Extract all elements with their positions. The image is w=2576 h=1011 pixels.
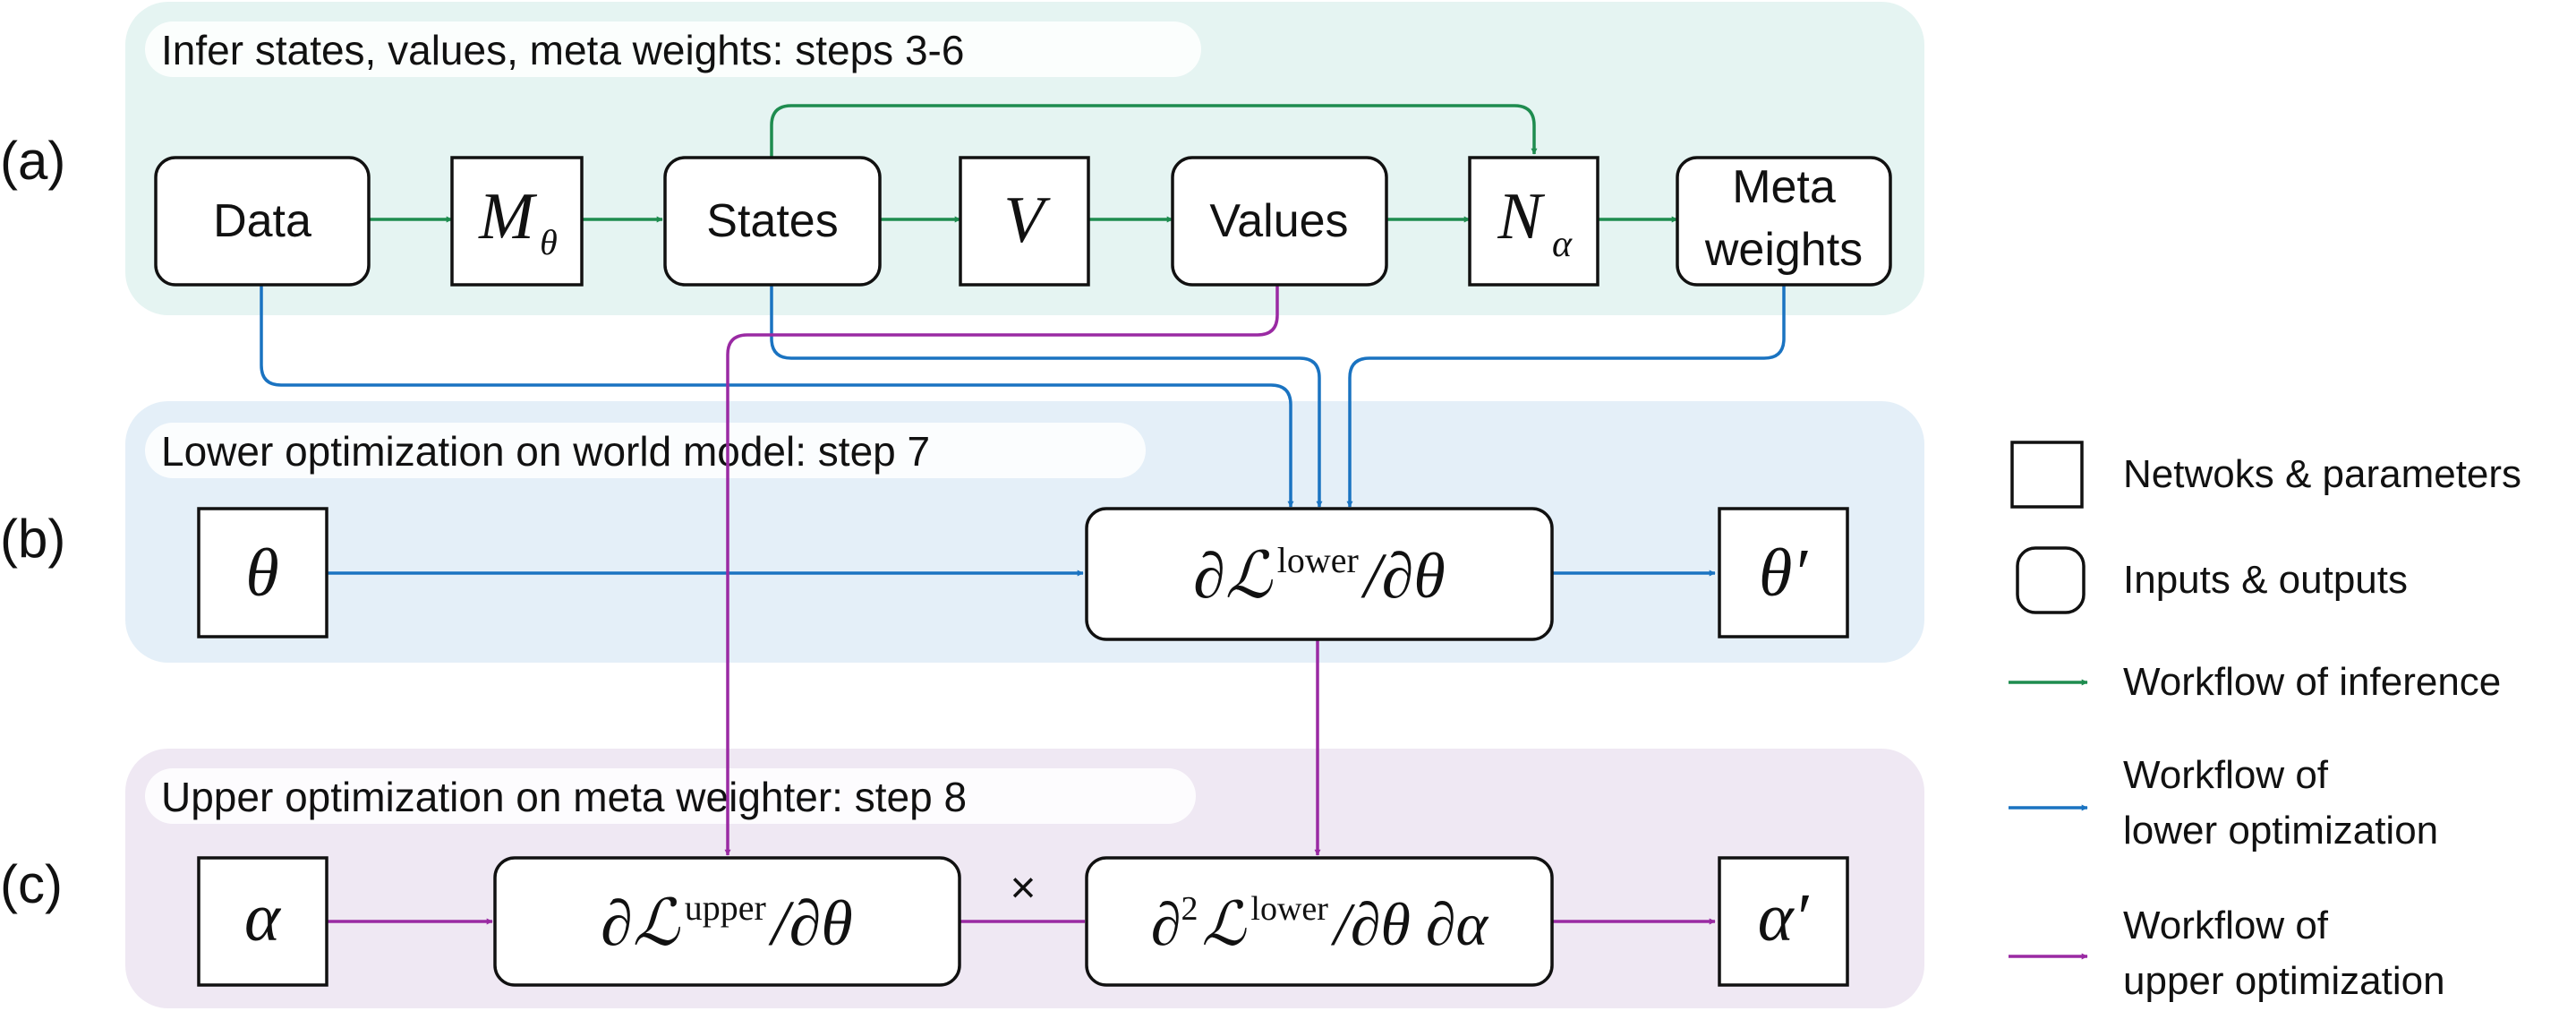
legend-lower-label-line2: lower optimization	[2123, 809, 2438, 852]
node-meta-weights: Meta weights	[1676, 156, 1892, 287]
grad-lower-sup: lower	[1277, 540, 1359, 580]
panel-a-label: (a)	[0, 131, 65, 191]
grad-upper-sup: upper	[685, 887, 766, 928]
node-states-label: States	[706, 195, 838, 247]
grad-lower-rest: /∂θ	[1361, 540, 1446, 612]
panel-a-title: Infer states, values, meta weights: step…	[161, 27, 964, 73]
legend-io-label: Inputs & outputs	[2123, 558, 2408, 602]
node-theta: θ	[197, 507, 328, 638]
m-theta-sub: θ	[540, 222, 558, 262]
upper-optimization-arrows	[327, 285, 1716, 925]
panel-a-title-pill	[145, 21, 1201, 77]
svg-text:M: M	[478, 180, 538, 253]
inference-arrows	[369, 104, 1678, 223]
node-theta-prime: θ′	[1718, 507, 1849, 638]
node-value-net-v: V	[959, 156, 1090, 287]
legend: Netwoks & parameters Inputs & outputs Wo…	[2009, 441, 2521, 1003]
node-world-model-m-theta: M θ	[450, 156, 584, 287]
hessian-L: ℒ	[1201, 890, 1247, 958]
node-meta-weighter-n-alpha: N α	[1468, 156, 1599, 287]
legend-rounded-swatch	[2016, 546, 2086, 614]
node-alpha-prime: α′	[1718, 856, 1849, 987]
node-states: States	[663, 156, 882, 287]
grad-upper-d: ∂	[601, 887, 633, 959]
panel-c-title: Upper optimization on meta weighter: ste…	[161, 774, 967, 820]
panel-c-label: (c)	[0, 854, 63, 914]
grad-upper-rest: /∂θ	[768, 887, 853, 959]
legend-square-swatch	[2010, 441, 2084, 509]
node-data-label: Data	[213, 195, 311, 247]
n-alpha-sub: α	[1552, 224, 1573, 265]
node-theta-label: θ	[245, 535, 278, 611]
node-alpha-prime-label: α′	[1758, 880, 1810, 955]
node-alpha-label: α	[244, 880, 282, 955]
panel-b-title-pill	[145, 423, 1146, 478]
legend-inference-label: Workflow of inference	[2123, 660, 2501, 704]
panel-b-title: Lower optimization on world model: step …	[161, 428, 930, 475]
node-data: Data	[154, 156, 371, 287]
legend-networks-label: Netwoks & parameters	[2123, 452, 2521, 496]
node-meta-weights-line1: Meta	[1732, 161, 1836, 213]
legend-upper-label-line2: upper optimization	[2123, 959, 2445, 1003]
multiply-sign: ×	[1010, 862, 1036, 912]
hessian-sup: lower	[1250, 890, 1328, 928]
node-v-label: V	[1003, 184, 1051, 257]
lower-optimization-arrows	[260, 285, 1786, 577]
node-alpha: α	[197, 856, 328, 987]
panel-c-title-pill	[145, 768, 1196, 824]
hessian-rest: /∂θ ∂α	[1330, 890, 1488, 958]
node-meta-weights-line2: weights	[1704, 224, 1863, 276]
grad-lower-d: ∂	[1193, 540, 1225, 612]
legend-lower-label-line1: Workflow of	[2123, 753, 2329, 797]
grad-upper-L: ℒ	[633, 887, 681, 959]
grad-lower-L: ℒ	[1225, 540, 1274, 612]
node-theta-prime-label: θ′	[1759, 535, 1808, 611]
legend-upper-label-line1: Workflow of	[2123, 904, 2329, 947]
panel-b-label: (b)	[0, 509, 65, 569]
hessian-d: ∂	[1151, 890, 1181, 958]
node-values: Values	[1171, 156, 1388, 287]
node-values-label: Values	[1209, 195, 1348, 247]
hessian-sq: 2	[1181, 890, 1198, 928]
m-theta-main: M	[478, 180, 538, 253]
n-alpha-main: N	[1497, 180, 1545, 253]
